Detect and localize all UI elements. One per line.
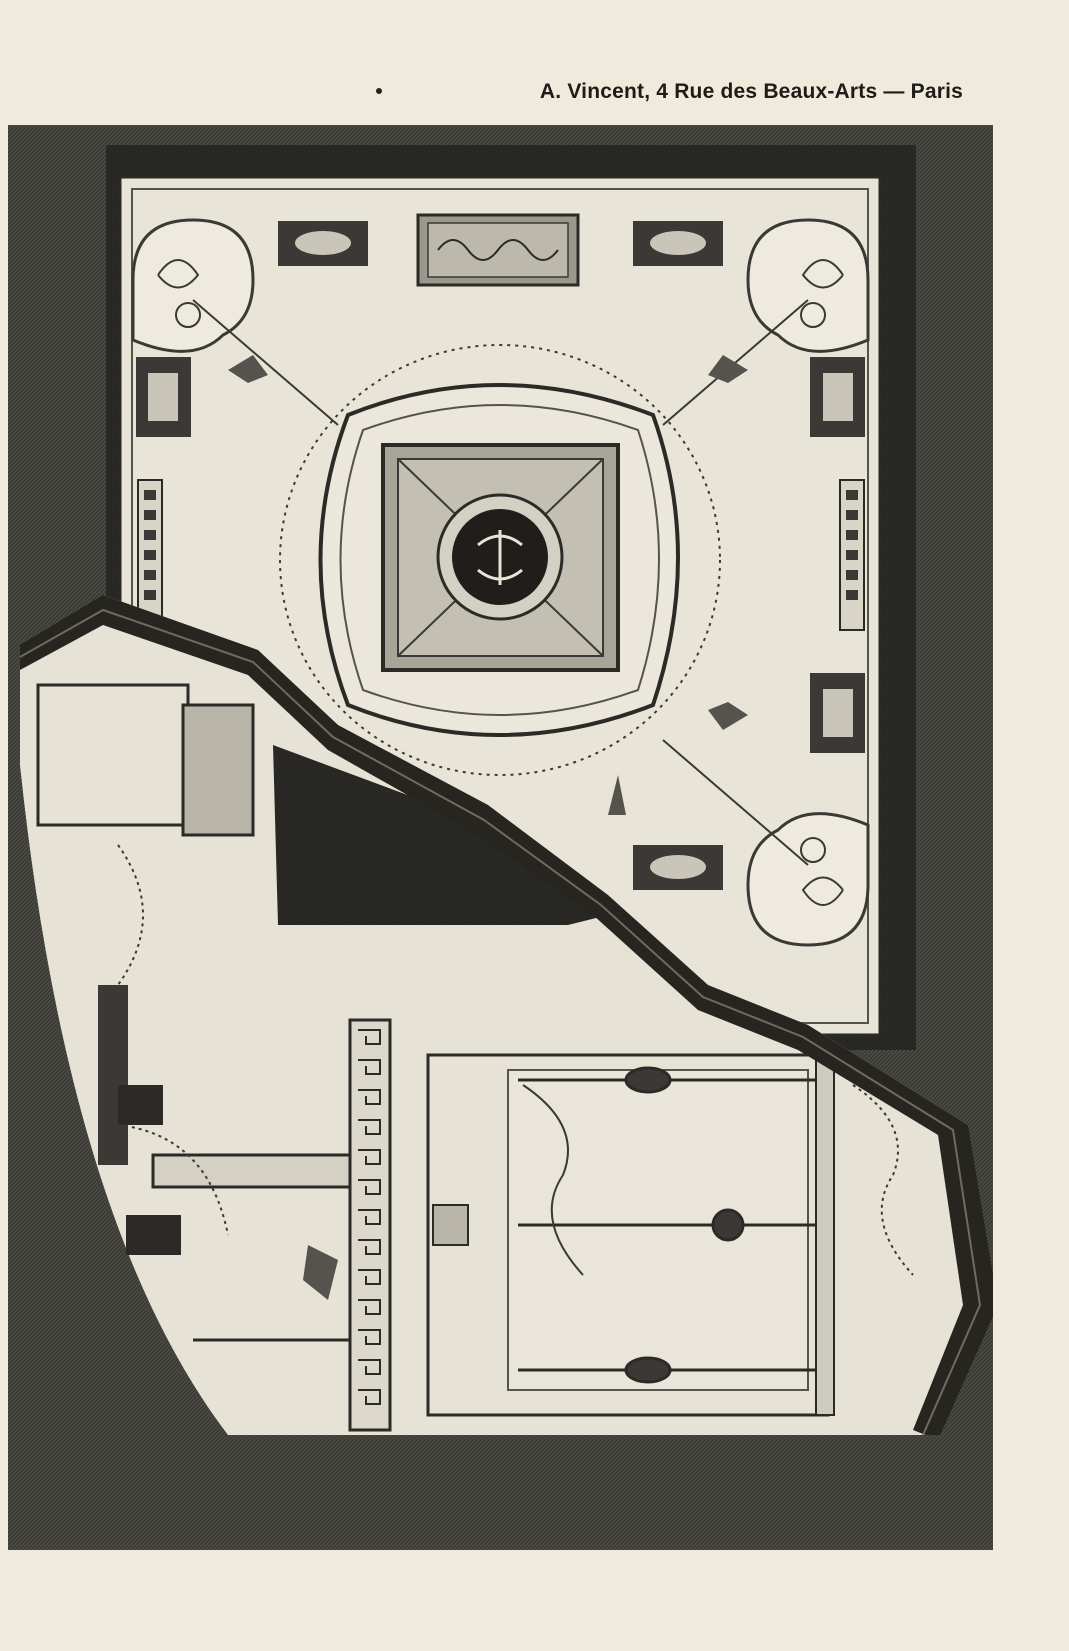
engraving-plate (8, 125, 993, 1550)
left-wall-panel (36, 683, 355, 1342)
garland-icon (279, 344, 721, 776)
urn-candelabra-icon (518, 1066, 818, 1384)
griffin-figure-icon (228, 355, 748, 815)
publisher-caption: A. Vincent, 4 Rue des Beaux-Arts — Paris (539, 80, 963, 103)
left-shelf (151, 1153, 355, 1189)
right-wall-panel (426, 1053, 914, 1417)
scroll-ornament-icon (131, 218, 870, 947)
printer-dot (376, 88, 382, 94)
ornamental-ceiling-engraving (8, 125, 993, 1550)
ceiling-panel (106, 145, 916, 1050)
